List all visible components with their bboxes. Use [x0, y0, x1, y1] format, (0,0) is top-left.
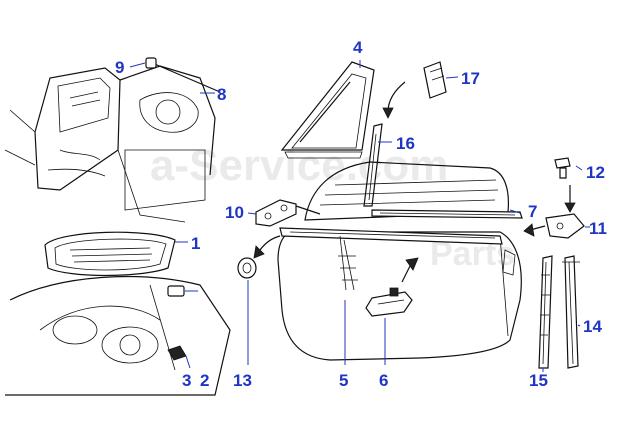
- part-15-channel: [538, 255, 553, 369]
- car-open-door-illustration: [4, 57, 221, 223]
- part-7-weatherstrip: [371, 209, 523, 219]
- part-4-quarter-window-frame: [280, 61, 375, 159]
- door-glass: [304, 161, 510, 221]
- callout-6: 6: [379, 371, 388, 390]
- callout-5: 5: [339, 371, 348, 390]
- callout-14: 14: [583, 317, 602, 336]
- part-17-block: [382, 61, 447, 119]
- callout-4: 4: [353, 38, 363, 57]
- callout-9: 9: [115, 58, 124, 77]
- part-16-channel: [363, 123, 383, 207]
- callout-13: 13: [233, 371, 252, 390]
- callout-17: 17: [461, 69, 480, 88]
- part-11-bracket: [523, 213, 585, 239]
- callout-12: 12: [586, 163, 605, 182]
- part-13-grommet: [237, 235, 281, 279]
- callout-1: 1: [191, 234, 200, 253]
- callout-15: 15: [529, 371, 548, 390]
- callout-16: 16: [396, 134, 415, 153]
- callout-10: 10: [225, 203, 244, 222]
- callout-11: 11: [589, 219, 607, 238]
- door-shell: [277, 227, 522, 361]
- callout-3: 3: [182, 371, 191, 390]
- part-14-channel: [562, 255, 580, 369]
- watermark-text: a-Service.com: [150, 141, 448, 190]
- car-rear-window-illustration: [5, 231, 231, 396]
- part-10-hinge: [255, 199, 321, 227]
- part-12-bolt: [554, 157, 576, 213]
- part-6-inner-handle: [365, 287, 413, 317]
- callout-7: 7: [528, 202, 537, 221]
- callout-2: 2: [200, 371, 209, 390]
- callout-8: 8: [217, 85, 226, 104]
